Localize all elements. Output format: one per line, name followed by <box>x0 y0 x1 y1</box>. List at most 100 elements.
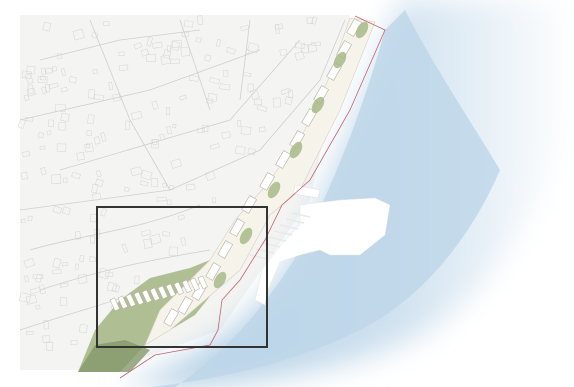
building-outline <box>188 75 200 82</box>
building-outline <box>242 71 252 77</box>
building-outline <box>41 86 48 95</box>
row-house <box>149 287 160 302</box>
courtyard-green <box>213 271 227 289</box>
building-outline <box>74 231 82 240</box>
development-block <box>217 240 234 259</box>
building-outline <box>51 174 62 185</box>
building-outline <box>166 107 170 116</box>
courtyard-green <box>289 141 303 159</box>
building-outline <box>25 294 38 305</box>
building-outline <box>280 87 291 95</box>
building-outline <box>275 23 283 30</box>
building-outline <box>172 123 177 129</box>
building-outline <box>237 120 242 127</box>
building-outline <box>87 114 95 124</box>
building-outline <box>91 31 99 39</box>
building-outline <box>279 48 288 57</box>
building-outline <box>219 83 231 91</box>
building-outline <box>100 207 107 217</box>
building-outline <box>23 257 36 269</box>
building-outline <box>294 50 305 61</box>
courtyard-greens <box>213 21 369 289</box>
building-outline <box>20 218 26 224</box>
building-outline <box>35 274 43 283</box>
row-house <box>197 275 208 290</box>
building-outline <box>149 233 162 245</box>
pier-walkway <box>292 184 321 199</box>
building-outline <box>38 284 46 295</box>
building-outline <box>90 236 95 244</box>
building-outline <box>162 49 172 59</box>
building-outline <box>146 54 157 62</box>
building-outline <box>72 28 85 41</box>
building-outline <box>79 254 85 262</box>
building-outline <box>91 183 98 194</box>
building-outline <box>86 130 92 136</box>
building-outline <box>52 205 62 214</box>
development-block <box>259 172 276 191</box>
building-outline <box>103 21 110 26</box>
building-outline <box>86 143 91 149</box>
building-outline <box>92 68 98 75</box>
building-outline <box>151 138 158 146</box>
building-outline <box>124 120 131 131</box>
building-outline <box>170 40 181 52</box>
building-outline <box>20 171 29 180</box>
building-outline <box>133 42 143 50</box>
row-house <box>133 291 144 306</box>
building-outline <box>112 93 121 102</box>
building-outline <box>152 41 163 49</box>
building-outline <box>25 73 34 85</box>
building-outline <box>37 132 45 139</box>
building-outline <box>45 68 53 74</box>
building-outline <box>94 178 104 188</box>
building-outline <box>58 122 66 131</box>
jetty <box>285 218 305 224</box>
development-block <box>229 218 246 237</box>
building-outline <box>247 42 260 54</box>
building-outline <box>52 257 62 269</box>
building-outline <box>166 126 173 135</box>
building-outline <box>91 192 102 201</box>
building-outline <box>61 261 69 267</box>
building-outline <box>180 237 187 246</box>
building-outline <box>27 215 33 222</box>
building-outline <box>74 263 79 270</box>
building-outline <box>78 323 88 334</box>
row-house <box>165 283 176 298</box>
building-outline <box>106 282 118 292</box>
jetty <box>267 236 287 242</box>
water-core <box>150 10 500 387</box>
building-outline <box>77 274 88 284</box>
building-outline <box>22 150 31 158</box>
building-outline <box>151 178 159 187</box>
building-outline <box>88 256 97 262</box>
building-outline <box>130 110 143 121</box>
building-outline <box>26 330 34 336</box>
building-outline <box>46 130 52 136</box>
building-outline <box>63 177 68 183</box>
building-outline <box>195 37 202 43</box>
building-outline <box>95 169 102 178</box>
row-house <box>109 297 120 312</box>
building-outline <box>54 103 66 112</box>
building-outline <box>170 158 182 169</box>
building-outline <box>311 16 318 25</box>
building-outline <box>222 69 229 78</box>
land-tint <box>20 15 350 370</box>
building-outline <box>40 67 46 76</box>
building-outline <box>181 32 189 37</box>
building-outline <box>234 145 246 155</box>
building-outline <box>60 86 69 93</box>
building-outline <box>70 339 78 346</box>
building-outline <box>43 320 49 330</box>
development-block <box>163 308 180 327</box>
building-outline <box>146 36 153 47</box>
building-outline <box>185 183 196 191</box>
row-house <box>181 279 192 294</box>
building-outline <box>166 199 172 205</box>
jetty <box>249 254 269 260</box>
building-outline <box>169 58 180 64</box>
